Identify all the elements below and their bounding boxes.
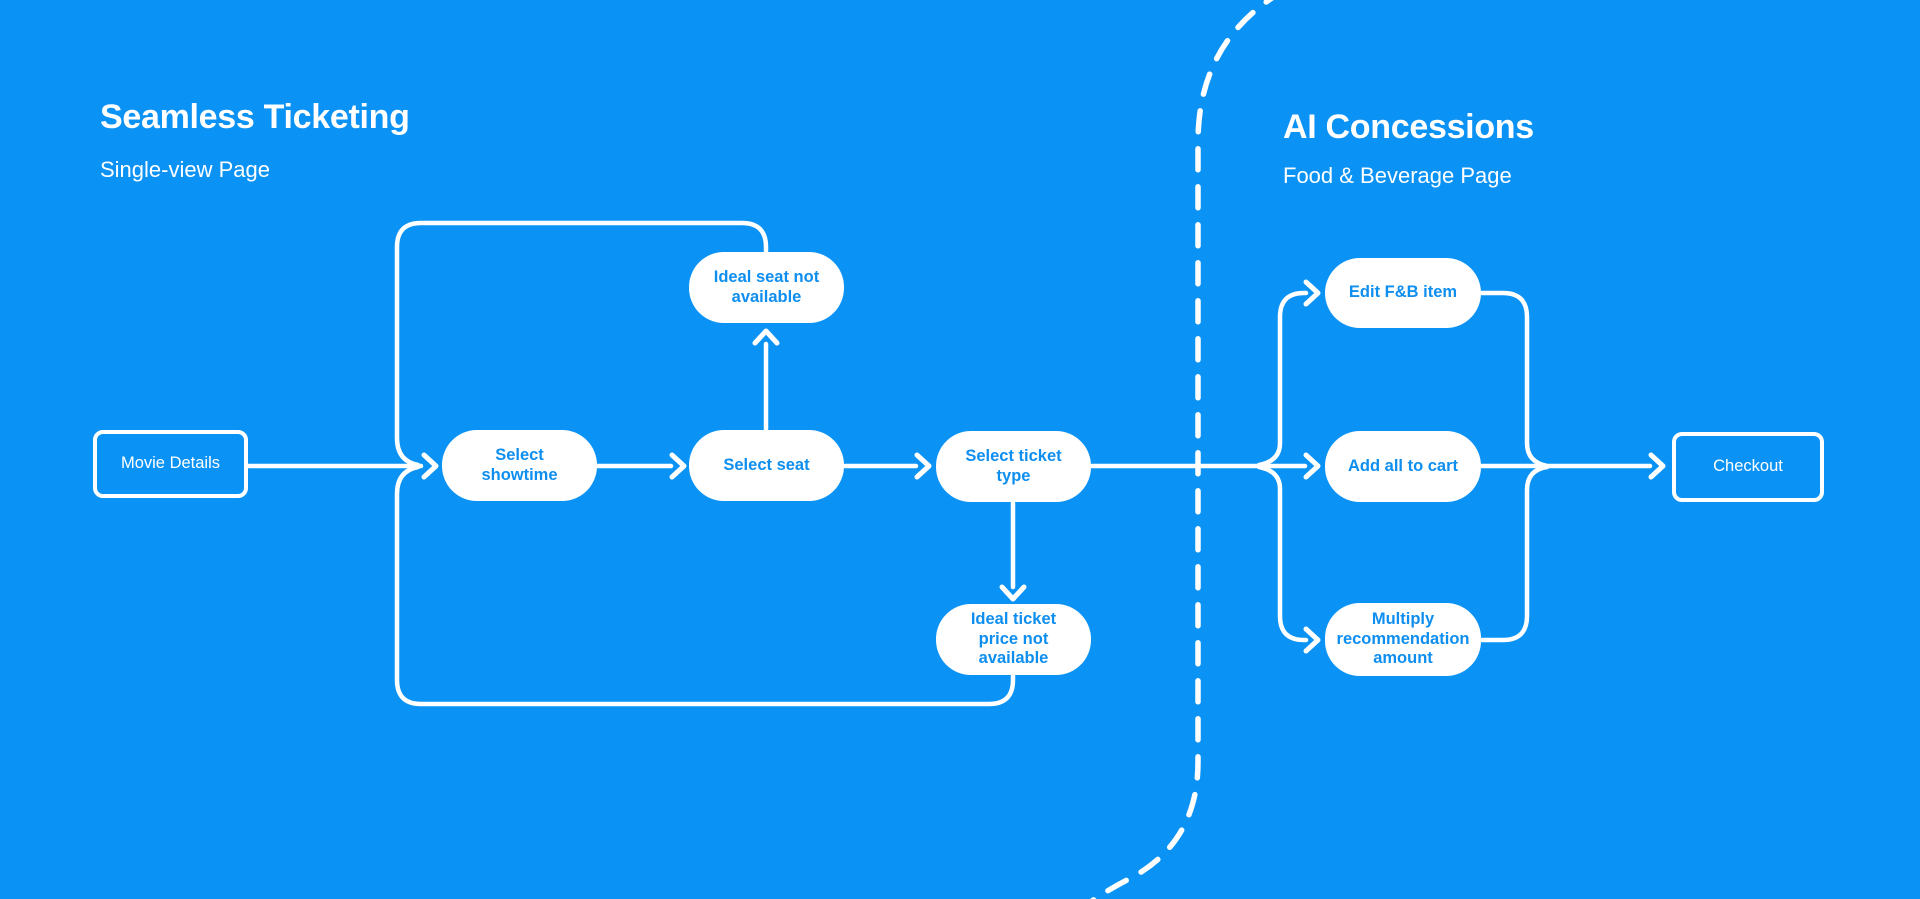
node-ideal-seat-label: Ideal seat not available	[713, 268, 820, 306]
edge-branch-up-to-edit-fb	[1256, 290, 1309, 468]
edge-edit-fb-out	[1479, 290, 1550, 469]
node-select-seat[interactable]: Select seat	[689, 430, 844, 501]
arrowhead-into-checkout	[1648, 452, 1666, 480]
arrowhead-into-edit-fb	[1303, 279, 1321, 307]
node-ideal-ticket-price-not-available[interactable]: Ideal ticket price not available	[936, 604, 1091, 675]
node-checkout[interactable]: Checkout	[1672, 432, 1824, 502]
node-movie-details[interactable]: Movie Details	[93, 430, 248, 498]
arrowhead-into-ticket-type	[914, 452, 932, 480]
edge-loop-top	[394, 220, 769, 468]
node-select-showtime-label: Select showtime	[481, 446, 558, 484]
ticketing-section-title: Seamless Ticketing	[100, 98, 410, 136]
node-movie-details-label: Movie Details	[120, 454, 221, 473]
concessions-section-title: AI Concessions	[1283, 108, 1534, 146]
node-edit-fb-item-label: Edit F&B item	[1348, 283, 1458, 302]
node-select-ticket-type-label: Select ticket type	[965, 447, 1062, 485]
node-select-showtime[interactable]: Select showtime	[442, 430, 597, 501]
node-select-seat-label: Select seat	[723, 455, 810, 474]
arrowhead-into-ideal-price	[999, 584, 1027, 602]
node-select-ticket-type[interactable]: Select ticket type	[936, 431, 1091, 502]
node-ideal-seat-not-available[interactable]: Ideal seat not available	[689, 252, 844, 323]
arrowhead-into-select-showtime	[421, 452, 439, 480]
edge-loop-bottom	[394, 464, 1016, 707]
arrowhead-into-add-all	[1303, 452, 1321, 480]
node-checkout-label: Checkout	[1713, 457, 1783, 476]
node-ideal-ticket-price-label: Ideal ticket price not available	[970, 610, 1057, 668]
node-add-all-to-cart-label: Add all to cart	[1347, 456, 1458, 475]
arrowhead-into-ideal-seat	[752, 328, 780, 346]
node-multiply-recommendation-amount[interactable]: Multiply recommendation amount	[1325, 603, 1481, 676]
node-edit-fb-item[interactable]: Edit F&B item	[1325, 258, 1481, 328]
edge-multiply-out	[1479, 464, 1550, 643]
ticketing-section-subtitle: Single-view Page	[100, 157, 270, 182]
node-multiply-recommendation-label: Multiply recommendation amount	[1336, 610, 1470, 668]
arrowhead-into-select-seat	[669, 452, 687, 480]
edge-branch-down-to-multiply	[1256, 464, 1309, 643]
concessions-section-subtitle: Food & Beverage Page	[1283, 163, 1512, 188]
page-divider-dashed-line	[1090, 0, 1275, 899]
arrowhead-into-multiply	[1303, 626, 1321, 654]
node-add-all-to-cart[interactable]: Add all to cart	[1325, 431, 1481, 502]
